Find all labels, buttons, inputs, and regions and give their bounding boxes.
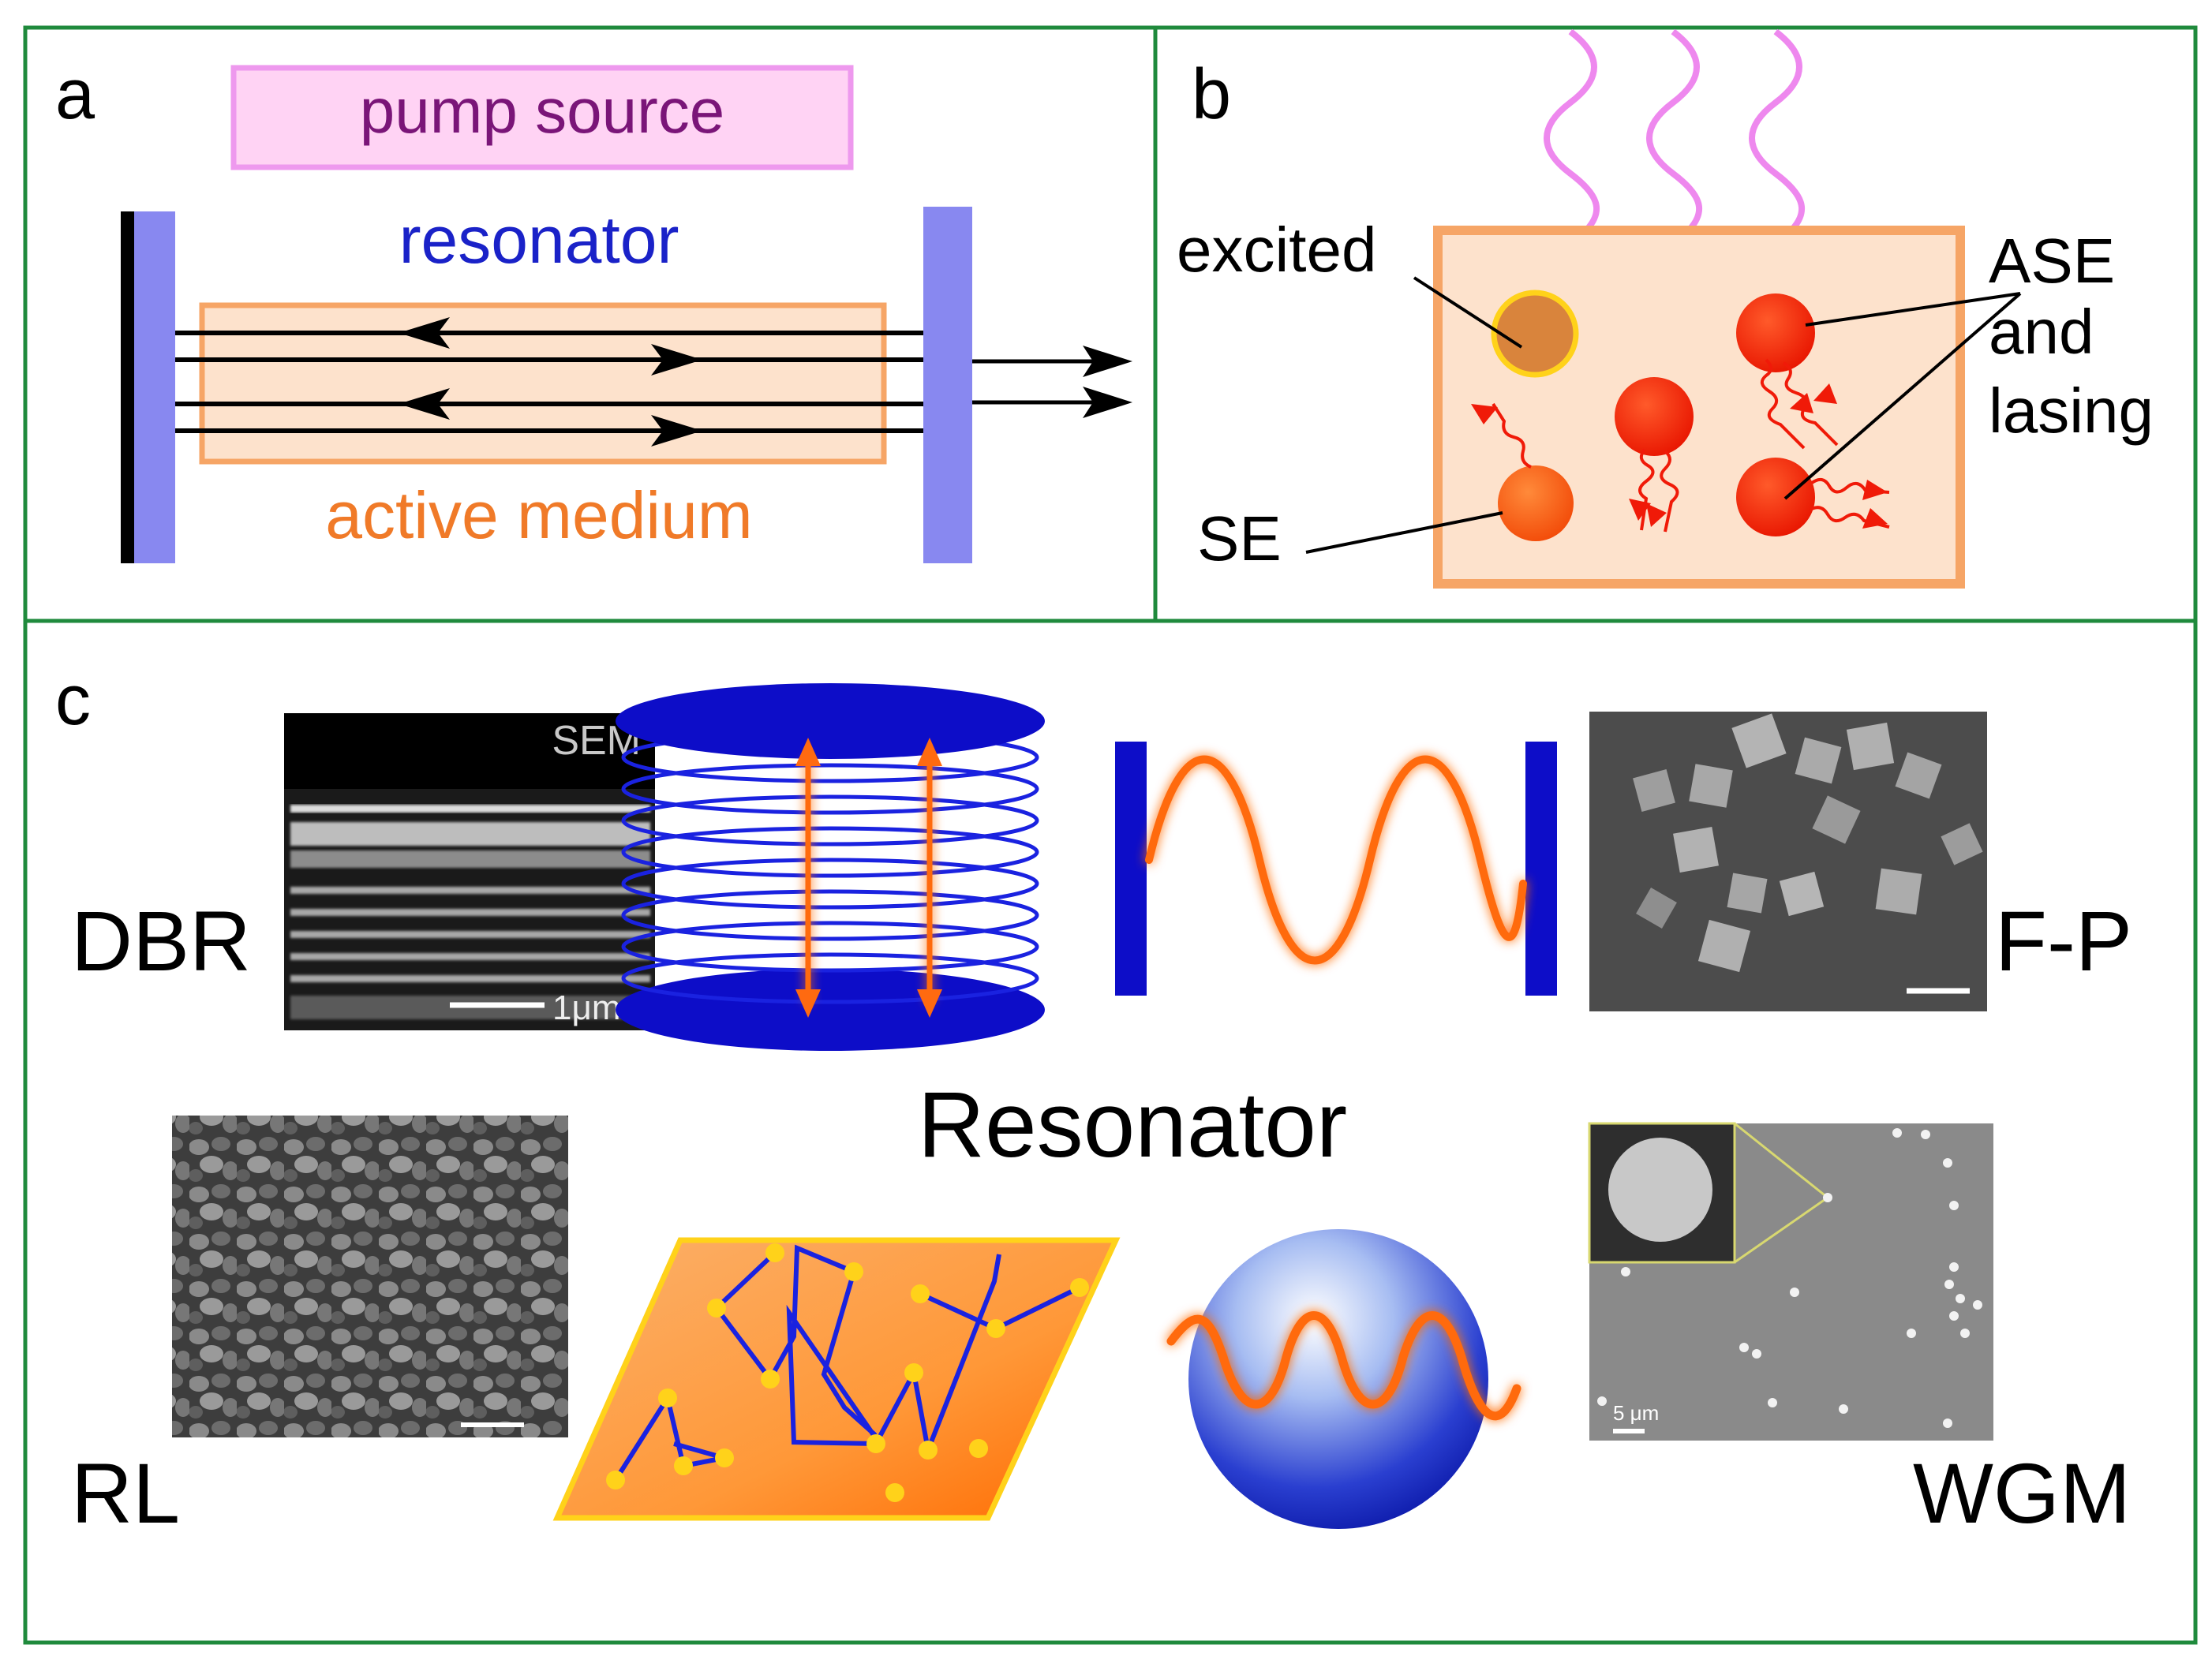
dbr-scale-label: 1μm: [552, 989, 620, 1027]
fp-right-mirror: [1525, 742, 1557, 996]
dbr-layer-stripes: [290, 887, 650, 982]
se-emitter: [1498, 465, 1574, 541]
ase-label-line3: lasing: [1989, 376, 2154, 446]
fp-standing-wave: [1145, 755, 1527, 965]
intracavity-beams: [175, 331, 923, 433]
output-arrowheads: [1083, 346, 1132, 418]
arrow-right-icon: [651, 344, 702, 376]
ase-label-line1: ASE: [1989, 226, 2115, 296]
rl-sem-image: [172, 1116, 568, 1437]
ase-emitter-bottom: [1736, 458, 1815, 536]
frame-panel-c: [23, 619, 2198, 1645]
panel-frames: [23, 25, 2198, 1645]
wgm-scale-label: 5 μm: [1613, 1401, 1659, 1425]
panel-b: b excited: [1177, 28, 2154, 589]
dbr-vertical-beams: [805, 759, 933, 1002]
se-label: SE: [1197, 503, 1282, 574]
dbr-sem-image: SEM 1μm: [284, 713, 655, 1030]
dbr-cavity-schematic: [616, 683, 1045, 1051]
wgm-inset-sphere: [1608, 1138, 1712, 1242]
emission-squiggles: [1492, 358, 1890, 533]
left-mirror: [134, 211, 175, 563]
emission-arrowheads: [1471, 383, 1888, 529]
panel-b-letter: b: [1192, 55, 1231, 134]
dbr-beam-arrowheads: [795, 738, 942, 1018]
photon-wave-icon: [1782, 361, 1839, 447]
pump-source-label: pump source: [360, 76, 724, 146]
panel-c-letter: c: [55, 661, 91, 740]
excited-pointer: [1413, 276, 1523, 349]
ase-emitter-top: [1736, 293, 1815, 372]
fp-label: F-P: [1995, 893, 2132, 989]
ase-pointers: [1783, 292, 2022, 500]
dbr-top-mirror: [616, 683, 1045, 759]
active-medium-box: [199, 302, 887, 465]
photon-wave-icon: [1810, 506, 1890, 529]
dbr-coil-rings: [621, 731, 1039, 1004]
arrow-left-icon: [399, 317, 450, 349]
wgm-wave: [1166, 1311, 1521, 1421]
rl-scattering-path: [713, 1244, 1001, 1459]
fp-sem-image: [1589, 712, 1987, 1011]
panel-a-letter: a: [55, 55, 95, 134]
active-medium-label: active medium: [325, 478, 753, 552]
photon-wave-icon: [1638, 448, 1655, 531]
arrow-right-icon: [651, 415, 702, 447]
wgm-microspheres: [1597, 1128, 1982, 1428]
dbr-label: DBR: [71, 893, 251, 989]
wgm-sphere-schematic: [1166, 1229, 1521, 1529]
arrow-left-icon: [399, 388, 450, 420]
rl-scatterer-nodes: [606, 1243, 1089, 1502]
fp-left-mirror: [1115, 742, 1147, 996]
excited-emitter: [1491, 290, 1579, 378]
beam-direction-arrows: [399, 317, 702, 447]
random-laser-schematic: [552, 1237, 1121, 1521]
right-mirror: [923, 207, 972, 563]
photon-wave-icon: [1760, 358, 1806, 450]
se-pointer: [1305, 511, 1503, 554]
ase-emitter-middle: [1615, 377, 1694, 456]
panel-c: c SEM 1μm DBR: [55, 661, 2132, 1541]
pump-source-box: [230, 65, 854, 170]
pump-waves: [1544, 28, 1806, 233]
wgm-sem-image: 5 μm: [1588, 1122, 1993, 1441]
left-mirror-back: [121, 211, 134, 563]
photon-wave-icon: [1660, 450, 1679, 533]
rl-label: RL: [71, 1445, 180, 1541]
photon-wave-icon: [1492, 402, 1532, 469]
resonator-title: Resonator: [918, 1073, 1347, 1177]
panel-a: a pump source resonator active me: [55, 55, 1132, 563]
photon-wave-icon: [1810, 477, 1890, 494]
fp-crystal-cubes: [1633, 713, 1983, 973]
fp-cavity-schematic: [1115, 742, 1557, 996]
ase-label-line2: and: [1989, 297, 2094, 367]
dbr-bottom-mirror: [616, 969, 1045, 1051]
resonator-label: resonator: [399, 203, 679, 277]
wgm-sphere: [1188, 1229, 1488, 1529]
excited-label: excited: [1177, 215, 1376, 285]
wgm-label: WGM: [1913, 1445, 2131, 1541]
